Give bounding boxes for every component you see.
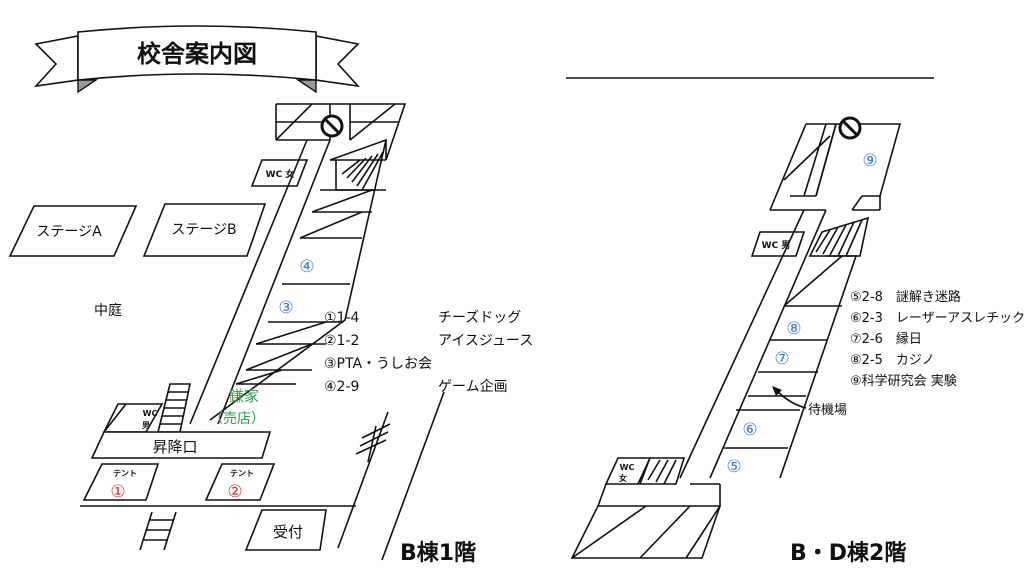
room-5-label: ⑤: [726, 457, 741, 477]
legend-name: チーズドッグ: [438, 310, 521, 326]
legend-room: ①1-4: [324, 310, 360, 326]
left-floor-plan: ステージA ステージB 中庭 WC 女: [8, 103, 533, 566]
entrance-label: 昇降口: [152, 438, 197, 456]
left-floor-label: B棟1階: [400, 540, 476, 566]
entrance: [90, 431, 272, 459]
shop-name: 鎌家: [229, 387, 259, 405]
map-title: 校舎案内図: [137, 40, 257, 68]
stage-b: [142, 203, 267, 257]
legend-item: ⑨科学研究会 実験: [850, 373, 957, 389]
legend-name: アイスジュース: [438, 333, 533, 349]
legend-item: ⑥2-3 レーザーアスレチック: [850, 311, 1024, 326]
right-floor-plan: ⑨ WC 男 ⑧ ⑦ ⑥ ⑤ 待機場: [566, 77, 1024, 566]
stage-a-label: ステージA: [36, 224, 102, 240]
room-7-label: ⑦: [774, 349, 789, 369]
stage-a: [8, 205, 138, 257]
no-entry-icon: [838, 116, 862, 140]
reception: [244, 509, 327, 551]
legend-item: ⑦2-6 縁日: [850, 331, 922, 347]
staircase-lower: [638, 457, 686, 485]
staircase-lower: [156, 383, 191, 433]
waiting-area-arrow: [775, 389, 807, 409]
staircase-upper: [808, 216, 870, 257]
stage-b-label: ステージB: [171, 222, 236, 238]
legend-item: ⑤2-8 謎解き迷路: [850, 289, 961, 305]
wc-female: [250, 159, 309, 187]
title-ribbon: 校舎案内図: [33, 25, 361, 94]
reception-label: 受付: [273, 523, 303, 541]
right-legend: ⑤2-8 謎解き迷路 ⑥2-3 レーザーアスレチック ⑦2-6 縁日 ⑧2-5 …: [850, 289, 1024, 389]
wc-female-label: WC 女: [266, 168, 295, 180]
wc-female: [604, 457, 652, 485]
courtyard-label: 中庭: [94, 302, 122, 319]
tent-2-number: ②: [227, 482, 242, 502]
wc-male-label-bottom: 男: [142, 421, 150, 430]
room-3-label: ③: [278, 298, 293, 318]
tent-1-number: ①: [110, 482, 125, 502]
crosswalk-right: [355, 423, 391, 463]
legend-room: ④2-9: [324, 379, 359, 395]
right-floor-label: B・D棟2階: [790, 540, 906, 566]
wc-female-label-bottom: 女: [619, 473, 627, 483]
legend-item: ⑧2-5 カジノ: [850, 353, 935, 368]
room-4-label: ④: [299, 257, 314, 277]
room-8-label: ⑧: [786, 319, 801, 339]
legend-room: ③PTA・うしお会: [324, 356, 432, 372]
legend-name: ゲーム企画: [438, 378, 508, 395]
tent-2: [204, 463, 276, 501]
crosswalk-bottom: [139, 511, 177, 551]
shop-sub: （売店）: [209, 411, 265, 427]
left-legend: ①1-4 チーズドッグ ②1-2 アイスジュース ③PTA・うしお会 ④2-9 …: [324, 310, 533, 395]
room-9-label: ⑨: [862, 151, 877, 171]
room-6-label: ⑥: [742, 420, 757, 440]
wc-male-label: WC 男: [762, 240, 791, 251]
tent-1: [82, 463, 160, 501]
waiting-area-label: 待機場: [808, 403, 847, 418]
legend-room: ②1-2: [324, 333, 359, 349]
wc-male-label-top: WC: [143, 409, 158, 418]
wc-female-label-top: WC: [620, 463, 635, 472]
tent-1-label: テント: [113, 469, 137, 478]
no-entry-icon: [320, 114, 344, 138]
tent-2-label: テント: [230, 469, 254, 478]
